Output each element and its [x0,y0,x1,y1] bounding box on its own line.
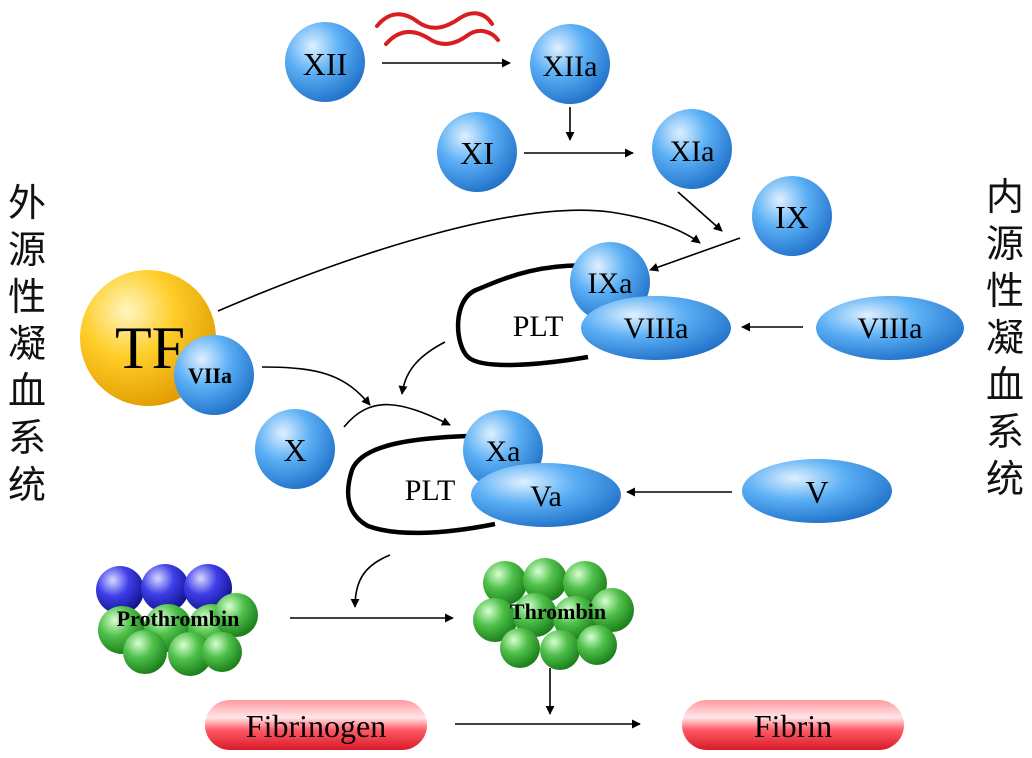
right-char-6: 系 [986,410,1024,454]
left-char-6: 系 [8,416,46,460]
collagen-squiggle [375,11,500,46]
factor-ix-label: IX [775,199,809,235]
factor-viiia-free: VIIIa [816,296,964,360]
fibrin-pill: Fibrin [682,700,904,750]
left-char-5: 血 [8,369,46,413]
arrow-ix-to-ixa [649,237,741,272]
arrow-xia-down [677,191,723,232]
right-char-4: 凝 [986,316,1024,360]
factor-viia: VIIa [174,335,254,415]
prothrombin-label: Prothrombin [117,606,240,631]
factor-viia-label: VIIa [188,363,232,388]
arrow-tf-to-ix [217,209,701,312]
arrow-tenase-down [398,341,446,395]
factor-xa-label: Xa [486,435,521,468]
factor-va: Va [471,463,621,527]
factor-x: X [255,409,335,489]
thrombin-label: Thrombin [510,599,606,624]
extrinsic-system-label: 外 源 性 凝 血 系 统 [8,181,46,507]
fibrinogen-label: Fibrinogen [246,708,386,744]
factor-xiia-label: XIIa [543,50,598,83]
factor-ixa-label: IXa [588,267,633,300]
factor-xiia: XIIa [530,24,610,104]
thrombin-cluster: Thrombin [473,558,634,670]
right-char-7: 统 [986,457,1024,501]
factor-va-label: Va [530,480,562,513]
factor-v: V [742,459,892,523]
left-char-2: 源 [8,228,46,272]
factor-xia: XIa [652,109,732,189]
right-char-3: 性 [986,269,1024,313]
left-char-7: 统 [8,463,46,507]
left-char-4: 凝 [8,322,46,366]
intrinsic-system-label: 内 源 性 凝 血 系 统 [986,175,1024,501]
right-char-2: 源 [986,222,1024,266]
factor-xi: XI [437,112,517,192]
factor-xii: XII [285,22,365,102]
right-char-5: 血 [986,363,1024,407]
left-char-3: 性 [8,275,46,319]
tissue-factor-label: TF [115,315,185,381]
factor-xii-label: XII [303,46,347,82]
factor-viiia-bound: VIIIa [581,296,731,360]
arrow-prothrombinase-down [350,554,391,608]
right-char-1: 内 [986,175,1024,219]
factor-xi-label: XI [460,135,494,171]
factor-x-label: X [283,432,306,468]
factor-viiia-free-label: VIIIa [858,312,923,345]
prothrombin-cluster: Prothrombin [96,564,258,676]
arrow-x-to-xa [343,403,451,428]
platelet-outline-1 [455,263,601,368]
fibrinogen-pill: Fibrinogen [205,700,427,750]
platelet-outline-2 [345,433,496,536]
factor-v-label: V [805,474,828,510]
fibrin-label: Fibrin [754,708,832,744]
left-char-1: 外 [8,181,46,225]
platelet-label-2: PLT [405,474,456,507]
platelet-label-1: PLT [513,310,564,343]
arrows [217,58,803,729]
arrow-viia-to-xa [261,366,371,406]
factor-viiia-bound-label: VIIIa [624,312,689,345]
factor-ix: IX [752,176,832,256]
factor-xia-label: XIa [670,135,715,168]
